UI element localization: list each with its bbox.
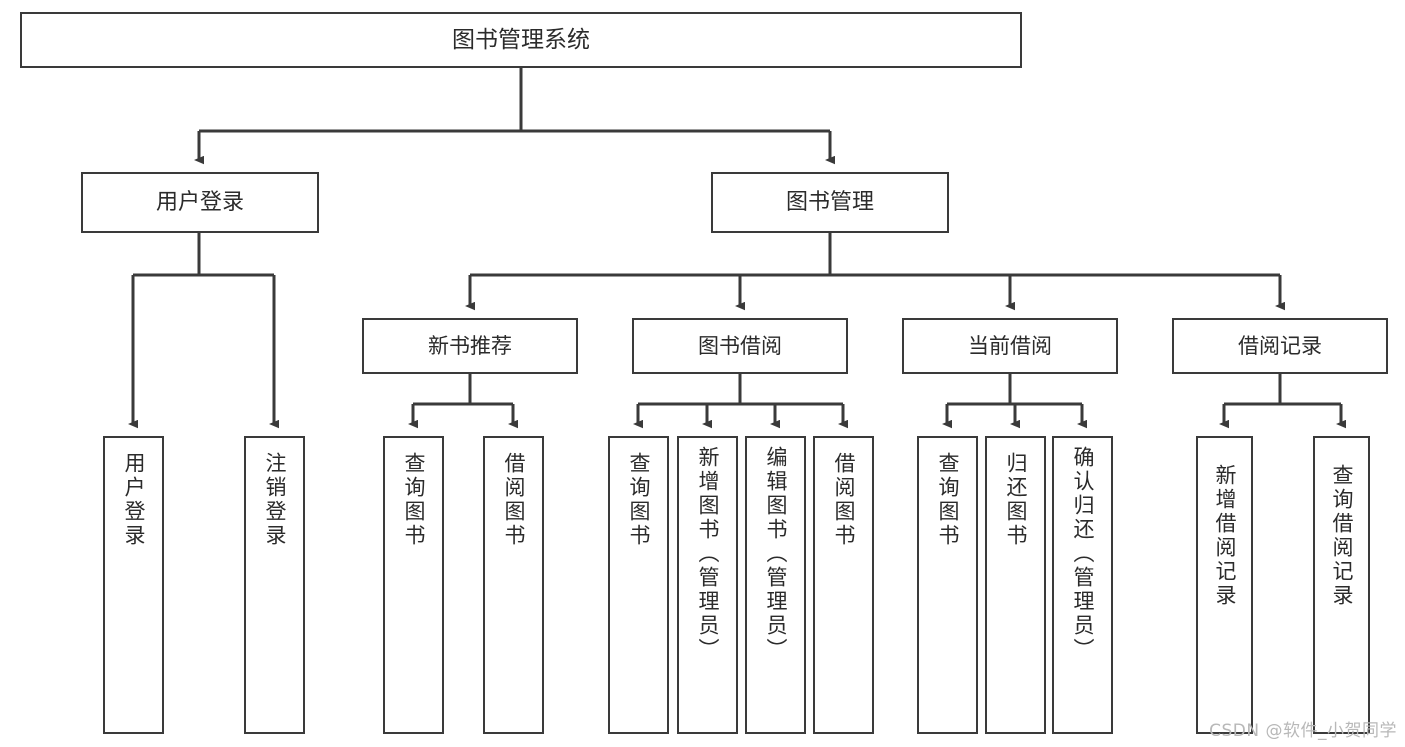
node-root-label: 图书管理系统 [452,26,590,53]
node-leaf-confirm-return-label: 确认归还（管理员） [1071,446,1095,662]
node-leaf-query-book-3[interactable]: 查询图书 [917,436,978,734]
node-current-borrow-label: 当前借阅 [968,333,1052,358]
node-leaf-add-book[interactable]: 新增图书（管理员） [677,436,738,734]
node-new-book-recommend[interactable]: 新书推荐 [362,318,578,374]
node-leaf-confirm-return[interactable]: 确认归还（管理员） [1052,436,1113,734]
node-leaf-add-record-label: 新增借阅记录 [1213,464,1237,608]
node-leaf-add-book-label: 新增图书（管理员） [696,446,720,662]
node-user-login-label: 用户登录 [155,189,244,215]
node-leaf-query-book-2[interactable]: 查询图书 [608,436,669,734]
node-book-borrow-label: 图书借阅 [698,333,782,358]
node-borrow-record[interactable]: 借阅记录 [1172,318,1388,374]
node-leaf-user-login[interactable]: 用户登录 [103,436,164,734]
node-leaf-logout-login-label: 注销登录 [263,452,287,548]
node-leaf-query-book-2-label: 查询图书 [627,452,651,548]
node-leaf-borrow-book-2[interactable]: 借阅图书 [813,436,874,734]
node-leaf-borrow-book-1[interactable]: 借阅图书 [483,436,544,734]
node-book-borrow[interactable]: 图书借阅 [632,318,848,374]
node-leaf-borrow-book-2-label: 借阅图书 [832,452,856,548]
watermark: CSDN @软件_小贺同学 [1209,721,1397,741]
node-leaf-borrow-book-1-label: 借阅图书 [502,452,526,548]
node-leaf-query-book-3-label: 查询图书 [936,452,960,548]
node-leaf-query-book-1[interactable]: 查询图书 [383,436,444,734]
node-leaf-query-book-1-label: 查询图书 [402,452,426,548]
node-leaf-query-record[interactable]: 查询借阅记录 [1313,436,1370,734]
node-book-management[interactable]: 图书管理 [711,172,949,233]
node-leaf-user-login-label: 用户登录 [122,452,146,548]
node-book-management-label: 图书管理 [785,189,874,215]
node-leaf-return-book[interactable]: 归还图书 [985,436,1046,734]
node-borrow-record-label: 借阅记录 [1238,333,1322,358]
node-root[interactable]: 图书管理系统 [20,12,1022,68]
node-current-borrow[interactable]: 当前借阅 [902,318,1118,374]
node-leaf-query-record-label: 查询借阅记录 [1330,464,1354,608]
node-leaf-edit-book-label: 编辑图书（管理员） [764,446,788,662]
node-user-login[interactable]: 用户登录 [81,172,319,233]
node-leaf-add-record[interactable]: 新增借阅记录 [1196,436,1253,734]
node-new-book-recommend-label: 新书推荐 [428,333,512,358]
node-leaf-return-book-label: 归还图书 [1004,452,1028,548]
node-leaf-edit-book[interactable]: 编辑图书（管理员） [745,436,806,734]
node-leaf-logout-login[interactable]: 注销登录 [244,436,305,734]
